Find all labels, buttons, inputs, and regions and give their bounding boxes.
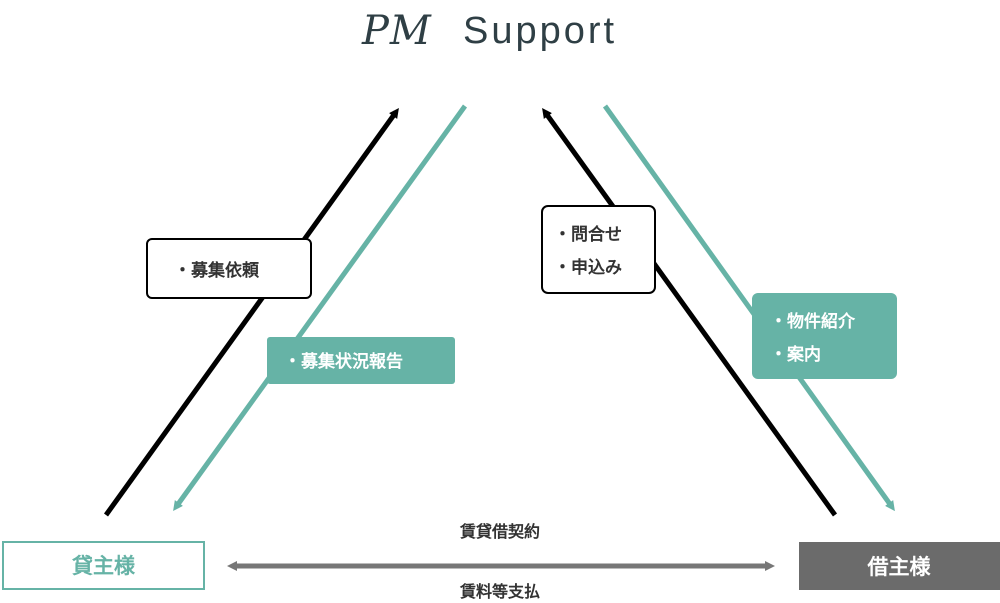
rent-payment-label: 賃料等支払 <box>459 582 540 601</box>
pm-support-logo: PM Support <box>361 8 617 54</box>
guidance-item: ・案内 <box>770 344 821 365</box>
property-intro-item: ・物件紹介 <box>770 311 856 332</box>
recruitment-request-box: ・募集依頼 <box>146 238 312 299</box>
lender-to-pm-arrow <box>103 107 399 517</box>
borrower-to-pm-arrow <box>542 107 838 517</box>
pm-to-lender-arrow <box>173 104 468 512</box>
application-item: ・申込み <box>554 257 622 278</box>
borrower-node: 借主様 <box>799 542 1000 590</box>
borrower-label: 借主様 <box>867 555 932 579</box>
pm-to-borrower-arrow <box>602 104 895 512</box>
property-intro-box: ・物件紹介 ・案内 <box>752 293 897 379</box>
recruitment-request-item: ・募集依頼 <box>174 260 260 281</box>
lease-contract-label: 賃貸借契約 <box>459 522 540 541</box>
logo-mark: PM <box>361 8 432 54</box>
inquiry-application-box: ・問合せ ・申込み <box>541 205 656 294</box>
recruitment-status-report-box: ・募集状況報告 <box>267 337 455 384</box>
lender-node: 貸主様 <box>2 541 205 590</box>
recruitment-status-report-item: ・募集状況報告 <box>284 351 403 372</box>
lender-label: 貸主様 <box>71 554 136 578</box>
inquiry-item: ・問合せ <box>554 224 622 245</box>
logo-name: Support <box>463 10 617 52</box>
